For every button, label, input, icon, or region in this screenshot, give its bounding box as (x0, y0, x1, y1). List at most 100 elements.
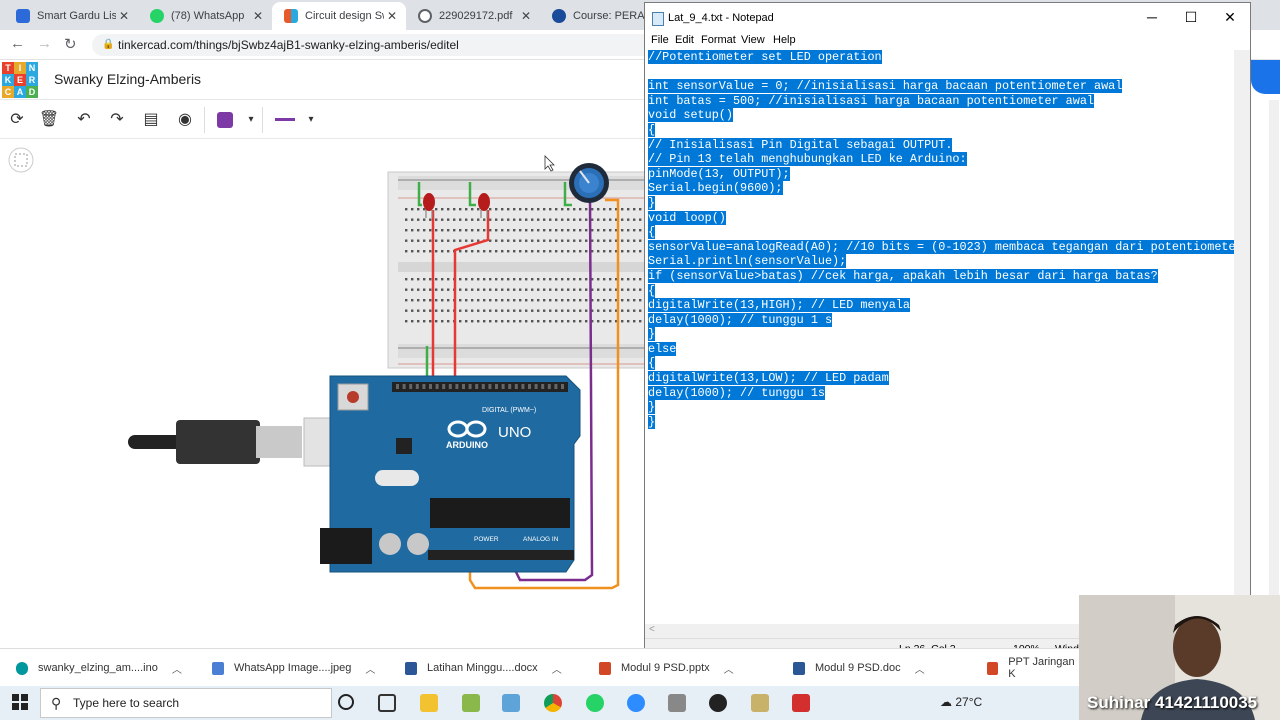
menu-format[interactable]: Format (701, 34, 736, 46)
menu-view[interactable]: View (741, 34, 765, 46)
breadboard-hole (519, 229, 522, 232)
obs-icon[interactable] (709, 694, 727, 712)
paint-icon[interactable] (462, 694, 480, 712)
whatsapp-taskbar-icon[interactable] (586, 694, 604, 712)
system-tray[interactable]: ☁ 27°C (940, 695, 983, 709)
tinkercad-logo[interactable]: T I N K E R C A D (2, 62, 38, 98)
notepad-window[interactable]: Lat_9_4.txt - Notepad ─ ☐ ✕ File Edit Fo… (644, 2, 1251, 659)
scrollbar[interactable] (1269, 100, 1279, 620)
chevron-up-icon[interactable]: ︿ (914, 664, 925, 676)
menu-file[interactable]: File (651, 34, 669, 46)
menu-help[interactable]: Help (773, 34, 796, 46)
breadboard-hole (549, 239, 552, 242)
chrome-icon[interactable] (544, 694, 562, 712)
breadboard-hole (585, 288, 588, 291)
chevron-up-icon[interactable]: ︿ (551, 664, 562, 676)
wire-green[interactable] (468, 182, 476, 207)
menu-edit[interactable]: Edit (675, 34, 694, 46)
powerpoint-file-icon (599, 661, 611, 675)
color-picker-button[interactable] (214, 109, 236, 131)
chevron-up-icon[interactable]: ︿ (171, 664, 182, 676)
undo-icon[interactable]: ↶ (77, 111, 91, 128)
address-bar[interactable]: 🔒 tinkercad.com/things/bjSwbz4ajB1-swank… (92, 34, 652, 56)
scroll-left-icon[interactable]: < (649, 624, 655, 635)
vertical-scrollbar[interactable] (1234, 50, 1250, 624)
arduino-uno[interactable]: DIGITAL (PWM~) ARDUINO UNO POWER ANALOG … (320, 375, 581, 573)
browser-tab-smart-gardu[interactable]: Smart Gardu Liste ✕ (4, 2, 138, 30)
breadboard-hole (513, 288, 516, 291)
webcam-overlay (1079, 595, 1280, 720)
notepad-taskbar-icon[interactable] (502, 694, 520, 712)
breadboard-hole (417, 229, 420, 232)
chevron-down-icon[interactable]: ▾ (308, 114, 314, 125)
acrobat-icon[interactable] (792, 694, 810, 712)
design-title[interactable]: Swanky Elzing-Amberis (54, 71, 202, 87)
download-item[interactable]: WhatsApp Image....jpeg ︿ (212, 658, 375, 678)
code-line: int sensorValue = 0; //inisialisasi harg… (648, 79, 1123, 94)
delete-icon[interactable]: 🗑 (38, 111, 60, 128)
notepad-titlebar[interactable]: Lat_9_4.txt - Notepad ─ ☐ ✕ (645, 3, 1250, 34)
browser-tab-pdf[interactable]: 229029172.pdf ✕ (406, 2, 540, 30)
close-tab-icon[interactable]: ✕ (520, 9, 532, 23)
breadboard-hole (417, 320, 420, 323)
maximize-icon[interactable]: ☐ (1184, 9, 1198, 25)
download-item[interactable]: Modul 9 PSD.pptx ︿ (599, 658, 734, 678)
download-item[interactable]: Modul 9 PSD.doc ︿ (793, 658, 925, 678)
course-icon (552, 9, 566, 23)
download-item[interactable]: PPT Jaringan K (987, 656, 1080, 680)
chevron-up-icon[interactable]: ︿ (365, 664, 376, 676)
zoom-fit-icon[interactable] (8, 147, 34, 173)
led-red[interactable] (423, 193, 435, 218)
browser-tab-circuit-design[interactable]: Circuit design Sw ✕ (272, 2, 406, 30)
browser-tab-whatsapp[interactable]: (78) WhatsApp ✕ (138, 2, 272, 30)
breadboard-hole (471, 309, 474, 312)
breadboard-hole (561, 239, 564, 242)
profile-avatar[interactable] (1251, 60, 1280, 94)
forward-arrow-icon[interactable]: → (37, 35, 52, 52)
breadboard-hole (507, 278, 510, 281)
wire-style-button[interactable] (272, 109, 298, 131)
download-item[interactable]: swanky_elzing_am....ino ︿ (16, 658, 182, 678)
potentiometer[interactable] (569, 163, 609, 203)
chevron-up-icon[interactable]: ︿ (723, 664, 734, 676)
breadboard-hole (441, 320, 444, 323)
notes-icon[interactable]: ▤ (143, 111, 159, 128)
browser-tab-course[interactable]: Course: PERANC (540, 2, 650, 30)
zoom-icon[interactable] (627, 694, 645, 712)
reload-icon[interactable]: ↻ (64, 36, 77, 53)
circuit-canvas[interactable]: DIGITAL (PWM~) ARDUINO UNO POWER ANALOG … (0, 140, 645, 640)
rotate-icon[interactable]: ⟳ (10, 111, 24, 128)
breadboard-hole (483, 288, 486, 291)
cortana-icon[interactable] (338, 694, 354, 710)
file-explorer-icon[interactable] (420, 694, 438, 712)
breadboard-hole (519, 250, 522, 253)
download-item[interactable]: Latihan Minggu....docx ︿ (405, 658, 562, 678)
close-icon[interactable]: ✕ (1224, 9, 1236, 25)
close-tab-icon[interactable]: ✕ (386, 9, 398, 23)
breadboard-hole (549, 208, 552, 211)
chevron-down-icon[interactable]: ▾ (248, 114, 254, 125)
breadboard-hole (495, 250, 498, 253)
breadboard-hole (621, 320, 624, 323)
wire-green[interactable] (417, 182, 422, 207)
close-tab-icon[interactable]: ✕ (118, 9, 130, 23)
close-tab-icon[interactable]: ✕ (252, 9, 264, 23)
wire-green[interactable] (563, 182, 572, 207)
svg-text:ANALOG IN: ANALOG IN (523, 536, 559, 543)
minimize-icon[interactable]: ─ (1147, 9, 1157, 25)
windows-start-icon[interactable] (12, 694, 28, 710)
wire-red[interactable] (453, 210, 490, 385)
back-arrow-icon[interactable]: ← (10, 35, 25, 52)
task-view-icon[interactable] (378, 694, 396, 712)
code-line: Serial.begin(9600); (648, 181, 783, 196)
breadboard-hole (411, 320, 414, 323)
eye-icon[interactable]: ◉ (178, 111, 192, 128)
calculator-icon[interactable] (668, 694, 686, 712)
wire-orange[interactable] (468, 198, 620, 590)
led-red[interactable] (478, 193, 490, 218)
notes-app-icon[interactable] (751, 694, 769, 712)
redo-icon[interactable]: ↷ (110, 111, 124, 128)
taskbar-search-box[interactable]: ⚲ Type here to search (40, 688, 332, 718)
breadboard-hole (405, 309, 408, 312)
